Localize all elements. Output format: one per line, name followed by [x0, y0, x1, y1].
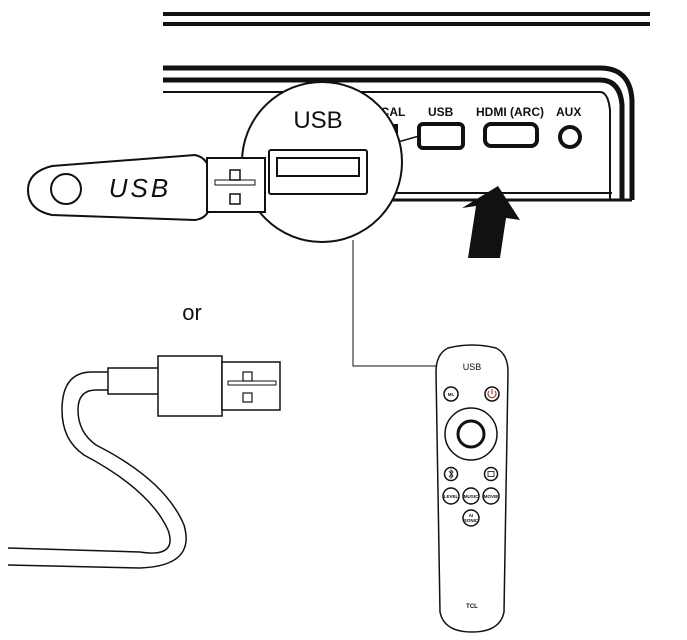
remote-ai-sonic-button[interactable] — [462, 509, 480, 527]
remote-music-button[interactable] — [462, 487, 480, 505]
remote-music-label: MUSIC — [464, 494, 479, 499]
remote-level-label: LEVEL — [444, 494, 459, 499]
usb-flash-drive — [26, 153, 266, 222]
remote-usb-indicator: USB — [463, 362, 482, 372]
remote-movie-button[interactable] — [482, 487, 500, 505]
remote-ai-label: AI — [469, 513, 474, 518]
magnified-usb-port — [268, 149, 368, 195]
or-divider-text: or — [182, 300, 202, 325]
usb-port-label: USB — [428, 105, 454, 119]
remote-level-button[interactable] — [442, 487, 460, 505]
remote-movie-label: MOVIE — [484, 494, 499, 499]
remote-ml-label: ML — [448, 392, 455, 397]
input-icon[interactable] — [483, 466, 499, 482]
remote-ml-button[interactable] — [443, 386, 459, 402]
bluetooth-icon[interactable] — [443, 466, 459, 482]
soundbar-panel — [163, 65, 635, 202]
aux-port — [558, 125, 582, 149]
usb-port — [417, 122, 465, 150]
keyring-hole — [50, 173, 82, 205]
magnifier-label: USB — [293, 107, 342, 134]
power-icon[interactable] — [484, 386, 500, 402]
usb-cable — [7, 371, 187, 569]
remote-callout-line — [352, 240, 442, 367]
remote-brand-logo: TCL — [466, 604, 478, 610]
remote-sonic-label: SONIC — [464, 518, 479, 523]
soundbar-top-edge — [163, 12, 650, 26]
usb-stick-label: USB — [109, 173, 171, 203]
hdmi-port-label: HDMI (ARC) — [476, 105, 544, 119]
aux-port-label: AUX — [556, 105, 581, 119]
arrow-up-icon — [462, 186, 520, 258]
hdmi-port — [483, 122, 539, 148]
usb-cable-connector — [107, 355, 281, 417]
remote-ok-button[interactable] — [456, 419, 486, 449]
